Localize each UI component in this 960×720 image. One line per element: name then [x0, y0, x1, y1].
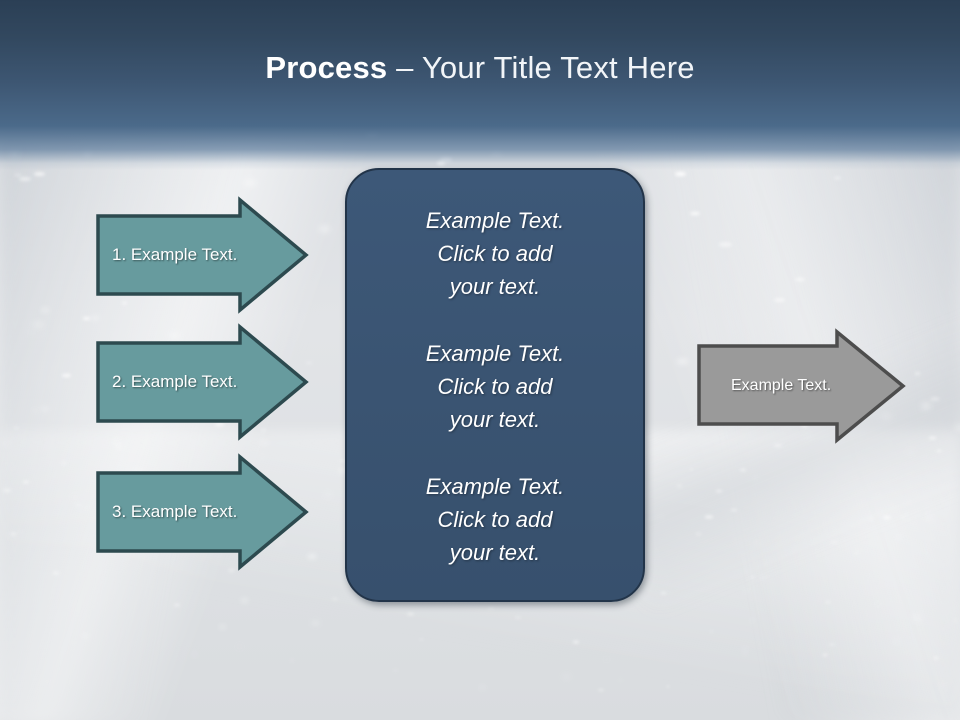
- center-text-block-3-line-3: your text.: [449, 540, 541, 565]
- page-title: Process – Your Title Text Here: [0, 50, 960, 86]
- center-text-block-2: Example Text. Click to add your text.: [347, 337, 643, 436]
- title-band: [0, 0, 960, 170]
- arrow-shape-icon: [96, 196, 309, 314]
- center-text-block-1: Example Text. Click to add your text.: [347, 204, 643, 303]
- center-text-block-1-line-3: your text.: [449, 274, 541, 299]
- input-arrow-1-label: 1. Example Text.: [112, 245, 238, 264]
- center-text-block-2-line-3: your text.: [449, 407, 541, 432]
- page-title-rest: – Your Title Text Here: [387, 50, 695, 85]
- arrow-shape-icon: [96, 323, 309, 441]
- center-text-block-2-line-1: Example Text.: [425, 341, 565, 366]
- page-title-bold: Process: [265, 50, 388, 85]
- input-arrow-2[interactable]: 2. Example Text.: [96, 323, 309, 441]
- arrow-shape-icon: [96, 453, 309, 571]
- input-arrow-2-label: 2. Example Text.: [112, 372, 238, 391]
- output-arrow-label: Example Text.: [731, 377, 832, 394]
- center-text-block-1-line-1: Example Text.: [425, 208, 565, 233]
- input-arrow-1[interactable]: 1. Example Text.: [96, 196, 309, 314]
- center-text-block-3: Example Text. Click to add your text.: [347, 470, 643, 569]
- input-arrow-3[interactable]: 3. Example Text.: [96, 453, 309, 571]
- input-arrow-3-label: 3. Example Text.: [112, 502, 238, 521]
- process-center-box[interactable]: Example Text. Click to add your text. Ex…: [345, 168, 645, 602]
- center-text-block-1-line-2: Click to add: [437, 241, 553, 266]
- arrow-shape-icon: [697, 328, 906, 444]
- center-text-block-2-line-2: Click to add: [437, 374, 553, 399]
- center-text-block-3-line-2: Click to add: [437, 507, 553, 532]
- center-text-block-3-line-1: Example Text.: [425, 474, 565, 499]
- output-arrow[interactable]: Example Text.: [697, 328, 906, 444]
